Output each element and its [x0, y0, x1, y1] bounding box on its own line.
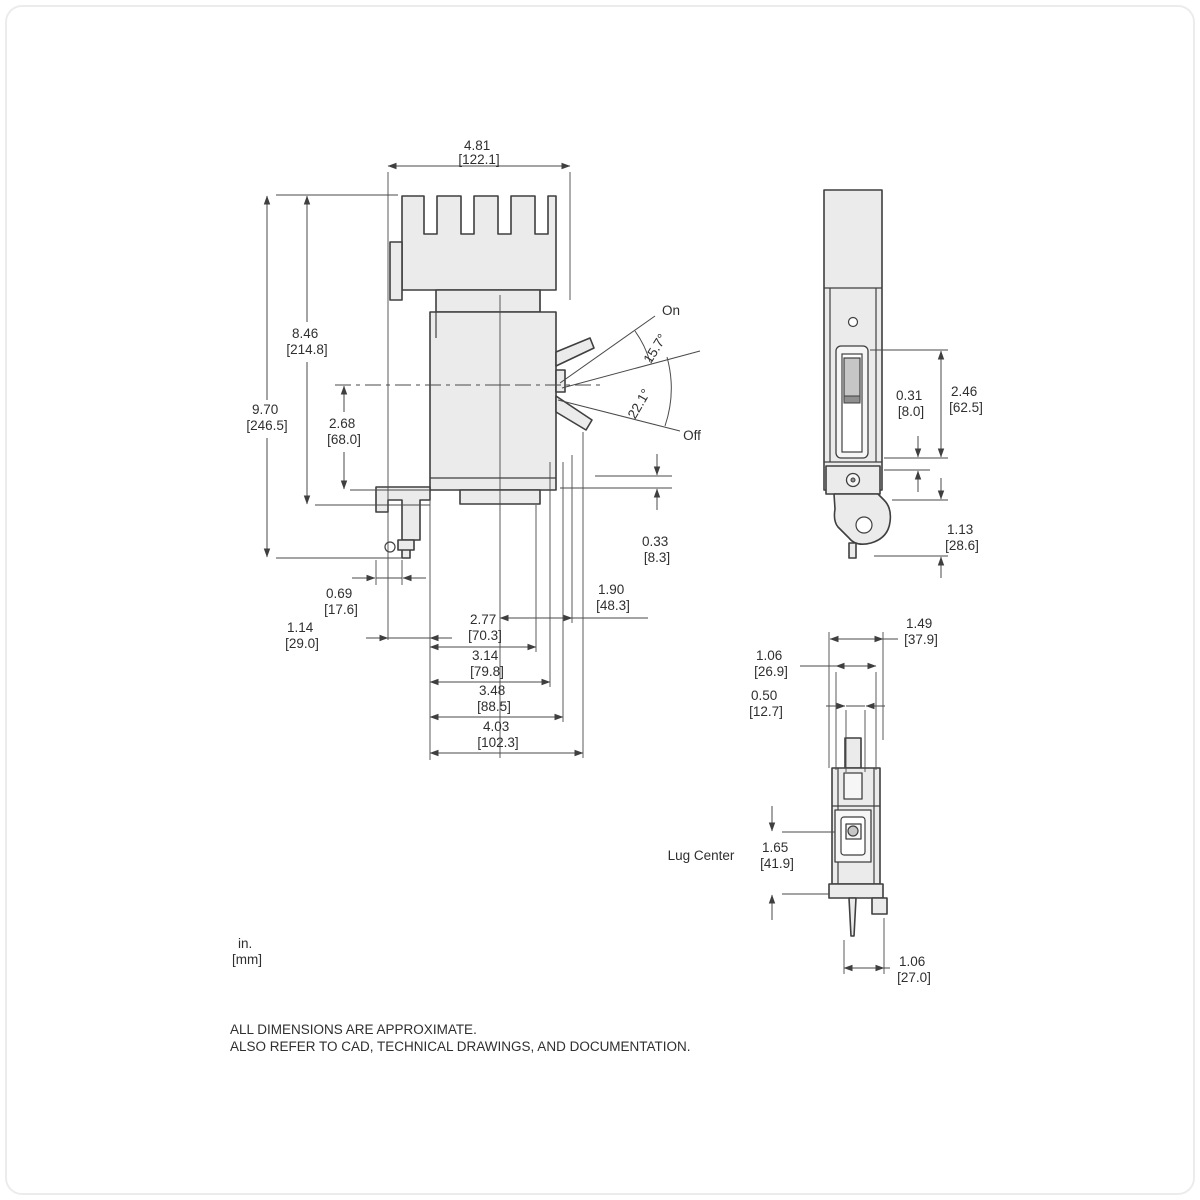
front-bracket-screw-center [850, 477, 856, 483]
bottom-extension-lines [782, 632, 885, 974]
angle-ray-off [557, 399, 681, 432]
front-toggle-grip [843, 395, 861, 404]
side-left-tab [389, 241, 403, 301]
bottom-pin [848, 897, 857, 937]
dim-bracket-depth: 1.14 [29.0] [285, 620, 319, 651]
side-view-part [375, 195, 595, 559]
side-lever-off [555, 395, 593, 431]
front-extension-lines [870, 349, 948, 557]
front-view-part [823, 189, 892, 559]
side-lever-on [555, 337, 595, 367]
front-body-lines [824, 287, 882, 463]
bottom-top-block [843, 772, 863, 800]
dim-center-to-base: 2.68 [68.0] [327, 416, 361, 447]
dim-bracket-height: 1.13 [28.6] [945, 522, 979, 553]
label-on: On [662, 303, 680, 318]
dim-depth-d: 4.03 [102.3] [477, 719, 518, 750]
bottom-view-dimensions: 1.49 [37.9] 1.06 [26.9] 0.50 [12.7] L [668, 616, 938, 985]
angle-ray-on [559, 315, 656, 384]
dim-handle-drop: 0.33 [8.3] [642, 534, 672, 565]
side-neck [435, 289, 541, 313]
angle-ray-mid [561, 350, 701, 389]
side-bracket-spring [384, 541, 396, 553]
image-border [5, 5, 1195, 1195]
side-view-reference-lines [276, 172, 672, 760]
side-heatsink-comb [401, 195, 557, 291]
side-body-lines [430, 290, 556, 479]
bottom-hook [871, 897, 888, 915]
bottom-base-plate [828, 883, 884, 899]
dim-depth-c: 3.48 [88.5] [477, 683, 511, 714]
side-body [429, 311, 557, 491]
bottom-terminal-screw [847, 825, 859, 837]
side-bracket-screw [397, 539, 415, 559]
dim-handle-width: 0.31 [8.0] [896, 388, 926, 419]
disclaimer: ALL DIMENSIONS ARE APPROXIMATE. ALSO REF… [230, 1022, 691, 1054]
front-pilot-hole [847, 316, 859, 328]
front-toggle-handle [843, 357, 861, 401]
side-extension-lines [276, 172, 672, 760]
side-bracket [375, 486, 431, 541]
dim-bracket-offset: 0.69 [17.6] [324, 586, 358, 617]
front-view-dimensions: 2.46 [62.5] 0.31 [8.0] 1.13 [28.6] [870, 349, 983, 578]
label-off: Off [683, 428, 701, 443]
bottom-top-tab [844, 737, 862, 769]
notes: in. [mm] ALL DIMENSIONS ARE APPROXIMATE.… [230, 936, 691, 1054]
side-view: 4.81 [122.1] 9.70 [246.5] 8.46 [214.8] 2… [246, 138, 701, 760]
dim-depth-a: 2.77 [70.3] [468, 612, 502, 643]
front-hook-hole [855, 516, 873, 534]
dim-overall-height: 9.70 [246.5] [246, 402, 287, 433]
label-angle-off: 22.1° [625, 386, 654, 421]
dim-body-height: 8.46 [214.8] [286, 326, 327, 357]
angle-arc-on [634, 330, 651, 363]
dim-handle-window: 2.46 [62.5] [949, 384, 983, 415]
label-lug-center: Lug Center [668, 848, 735, 863]
bottom-view-part [828, 737, 888, 937]
dim-handle-reach: 1.90 [48.3] [596, 582, 630, 613]
dim-body-width: 1.06 [26.9] [754, 648, 788, 679]
front-view: 2.46 [62.5] 0.31 [8.0] 1.13 [28.6] [823, 189, 983, 578]
bottom-view: 1.49 [37.9] 1.06 [26.9] 0.50 [12.7] L [668, 616, 938, 985]
dim-bottom-depth: 1.06 [27.0] [897, 954, 931, 985]
dim-overall-width: 1.49 [37.9] [904, 616, 938, 647]
dim-depth-b: 3.14 [79.8] [470, 648, 504, 679]
dim-lug-center: 1.65 [41.9] [760, 840, 794, 871]
units-note: in. [mm] [232, 936, 262, 967]
dim-overall-depth: 4.81 [122.1] [458, 138, 499, 167]
dim-slot-width: 0.50 [12.7] [749, 688, 783, 719]
angle-arc-off [664, 356, 672, 427]
front-pin [848, 542, 857, 559]
